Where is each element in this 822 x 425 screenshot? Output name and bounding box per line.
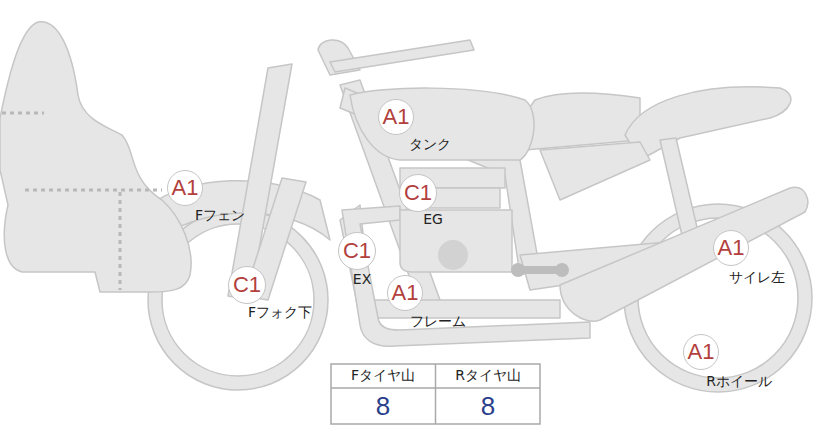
tyre-table-grid [331, 364, 540, 424]
callout-number: C1 [343, 240, 371, 262]
part-label: タンク [409, 137, 451, 152]
part-label: EG [423, 212, 443, 227]
part-label: Rホイール [706, 374, 772, 389]
callout-number: A1 [172, 177, 199, 199]
table-value: 8 [376, 392, 390, 421]
part-label: サイレ左 [729, 270, 785, 285]
part-label: EX [353, 272, 371, 287]
callout-number: C1 [404, 182, 432, 204]
callout-circle: C1 [399, 174, 437, 212]
callout-number: A1 [383, 106, 410, 128]
callout-circle: C1 [338, 232, 376, 270]
table-header: Fタイヤ山 [351, 368, 415, 383]
callout-number: A1 [392, 282, 419, 304]
callout-number: C1 [233, 274, 261, 296]
part-label: Fフェン [195, 208, 245, 223]
part-label: Fフォク下 [248, 305, 312, 320]
table-header: Rタイヤ山 [455, 368, 521, 383]
callout-number: A1 [718, 237, 745, 259]
table-value: 8 [481, 392, 495, 421]
part-label: フレーム [410, 314, 466, 329]
callout-circle: C1 [228, 266, 266, 304]
callout-number: A1 [688, 341, 715, 363]
